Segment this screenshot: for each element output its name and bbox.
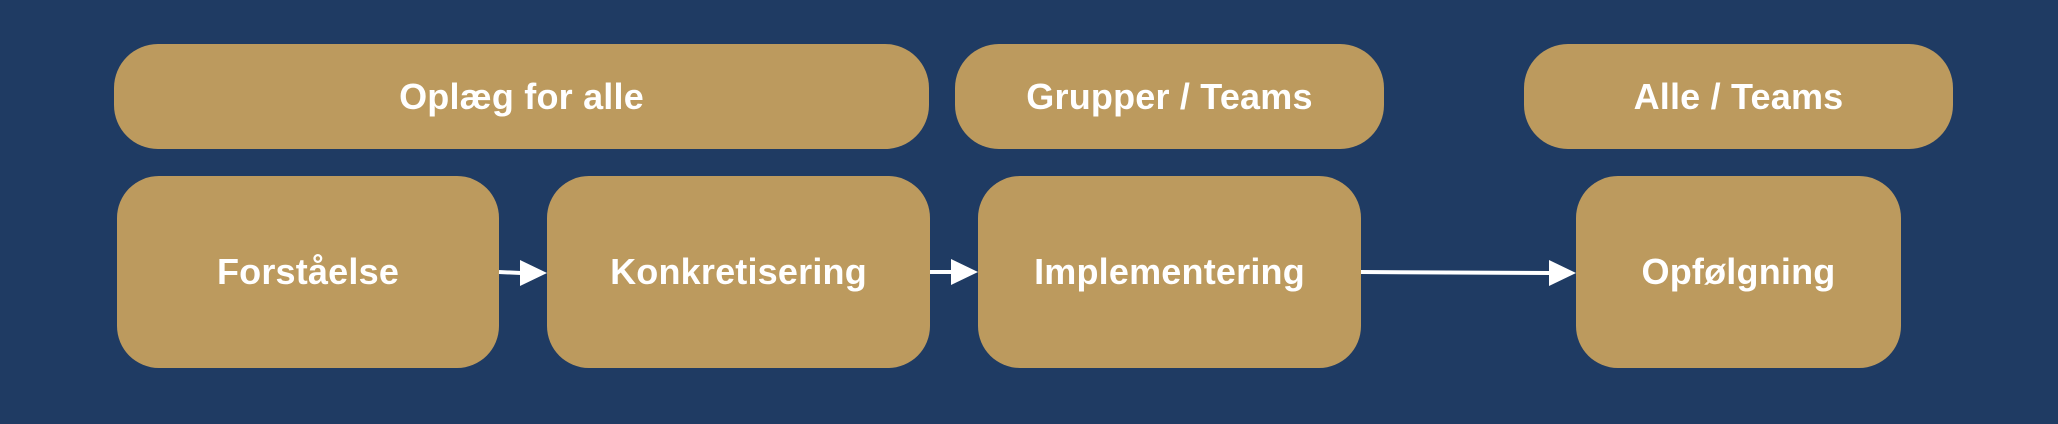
step-box-konkretisering: Konkretisering [547,176,930,368]
step-box-forstaaelse: Forståelse [117,176,499,368]
step-label: Forståelse [216,251,400,292]
group-label: Grupper / Teams [1026,75,1313,117]
group-box-oplaeg-for-alle: Oplæg for alle [114,44,929,149]
arrow-2 [930,259,978,285]
arrow-3 [1360,260,1576,286]
step-box-implementering: Implementering [978,176,1361,368]
step-label: Opfølgning [1641,251,1836,292]
arrow-1 [498,260,547,286]
step-label: Implementering [1034,251,1305,292]
group-box-grupper-teams: Grupper / Teams [955,44,1384,149]
group-label: Oplæg for alle [399,75,644,117]
group-box-alle-teams: Alle / Teams [1524,44,1953,149]
step-box-opfoelgning: Opfølgning [1576,176,1901,368]
step-label: Konkretisering [610,251,867,292]
group-label: Alle / Teams [1633,75,1844,117]
